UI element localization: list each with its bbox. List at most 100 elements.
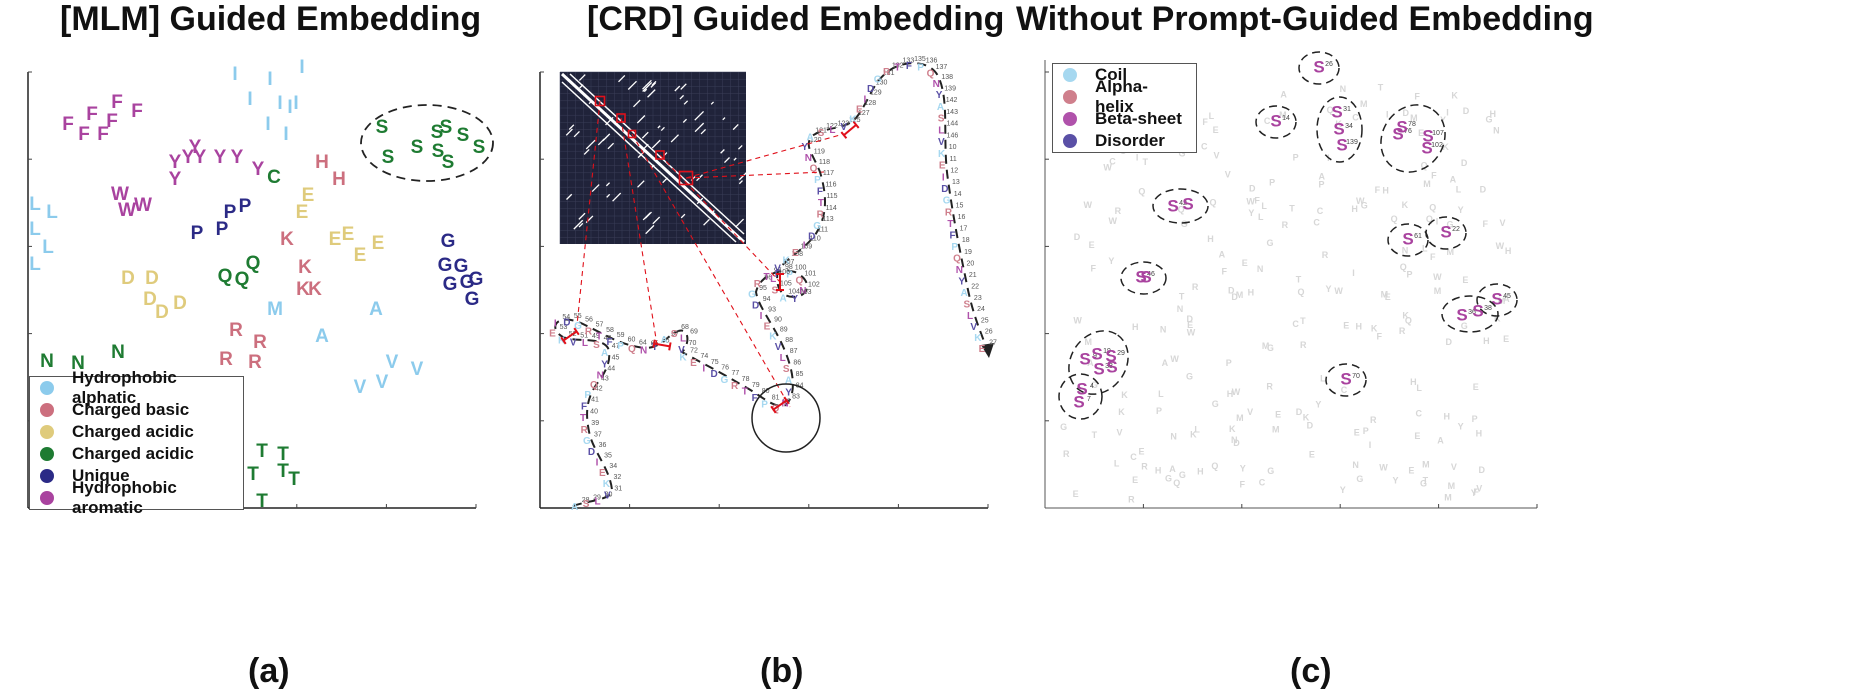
residue-point-Y: Y <box>231 147 244 168</box>
trajectory-residue-letter: D <box>867 84 874 95</box>
background-residue: H <box>1476 428 1483 438</box>
contact-map-contact <box>700 128 707 135</box>
trajectory-residue-letter: N <box>933 79 940 90</box>
trajectory-residue-letter: Y <box>958 277 965 288</box>
background-residue: T <box>1143 157 1149 167</box>
residue-point-R: R <box>219 349 233 370</box>
beta-sheet-cluster-outline <box>1298 51 1340 85</box>
background-residue: Y <box>1458 422 1464 432</box>
background-residue: Q <box>1173 478 1180 488</box>
residue-point-P: P <box>239 196 252 217</box>
contact-map-contact <box>738 180 743 185</box>
background-residue: R <box>1115 206 1122 216</box>
background-residue: P <box>1319 180 1325 190</box>
trajectory-residue-index: 132 <box>892 62 904 69</box>
background-residue: I <box>1436 217 1439 227</box>
trajectory-residue-index: 95 <box>759 285 767 292</box>
background-residue: D <box>1480 184 1487 194</box>
trajectory-residue-letter: G <box>574 321 582 332</box>
contact-map-contact <box>612 192 622 202</box>
background-residue: L <box>1261 201 1267 211</box>
residue-point-S: S <box>431 122 444 143</box>
background-residue: P <box>1156 406 1162 416</box>
background-residue: C <box>1341 385 1348 395</box>
trajectory-residue-letter: V <box>678 345 685 356</box>
trajectory-residue-index: 143 <box>946 109 958 116</box>
background-residue: E <box>1242 258 1248 268</box>
contact-map-contact <box>578 222 584 228</box>
background-residue: M <box>1422 459 1430 469</box>
background-residue: K <box>1451 91 1458 101</box>
trajectory-residue-letter: F <box>817 186 823 197</box>
panel-b-axes <box>539 72 988 509</box>
trajectory-residue-index: 74 <box>701 353 709 360</box>
trajectory-residue-letter: D <box>563 318 570 329</box>
beta-sheet-cluster-outline <box>1058 373 1103 420</box>
contact-map-contact <box>566 193 573 200</box>
trajectory-residue-index: 83 <box>792 394 800 401</box>
trajectory-residue-index: 72 <box>690 348 698 355</box>
background-residue: R <box>1063 449 1070 459</box>
trajectory-residue-letter: G <box>813 221 821 232</box>
contact-bar-line <box>653 342 671 348</box>
contact-map-diagonal <box>560 72 746 244</box>
trajectory-residue-letter: G <box>943 196 951 207</box>
trajectory-residue-letter: S <box>938 114 945 125</box>
beta-sheet-point: S <box>1313 57 1324 76</box>
background-residue: Q <box>1138 186 1145 196</box>
background-residue: K <box>1442 142 1449 152</box>
trajectory-residue-index: 18 <box>962 237 970 244</box>
background-residue: M <box>1444 492 1452 502</box>
residue-point-K: K <box>308 279 322 300</box>
trajectory-residue-index: 14 <box>954 191 962 198</box>
contact-bar-cap <box>560 336 567 345</box>
trajectory-residue-letter: K <box>974 333 982 344</box>
trajectory-residue-index: 101 <box>805 271 817 278</box>
background-residue: H <box>1155 466 1162 476</box>
legend-dot <box>40 403 54 417</box>
trajectory-residue-index: 53 <box>560 324 568 331</box>
contact-bar-cap <box>573 327 580 336</box>
background-residue: G <box>1361 200 1368 210</box>
background-residue: L <box>1416 383 1422 393</box>
legend-item-charged-acidic-green: Charged acidic <box>30 443 243 465</box>
background-residue: E <box>1418 128 1424 138</box>
legend-label: Alpha-helix <box>1095 77 1148 116</box>
background-residue: E <box>1462 275 1468 285</box>
residue-point-F: F <box>131 101 143 122</box>
trajectory-residue-letter: L <box>680 333 686 344</box>
contact-map-contact <box>660 126 665 131</box>
trajectory-residue-index: 136 <box>926 58 938 65</box>
trajectory-residue-index: 19 <box>964 249 972 256</box>
trajectory-residue-index: 51 <box>580 332 588 339</box>
contact-map-contact <box>657 125 661 129</box>
trajectory-residue-index: 116 <box>825 181 836 188</box>
contact-map-contact <box>680 83 687 90</box>
background-residue: D <box>1249 184 1256 194</box>
background-residue: H <box>1382 186 1389 196</box>
background-residue: D <box>1461 158 1468 168</box>
background-residue: C <box>1264 116 1271 126</box>
contact-map-highlight <box>655 150 665 160</box>
beta-sheet-point: S <box>1472 301 1483 320</box>
background-residue: E <box>1473 382 1479 392</box>
residue-point-A: A <box>369 299 383 320</box>
beta-sheet-index: 46 <box>1147 271 1155 278</box>
panel-c-title: Without Prompt-Guided Embedding <box>1016 0 1594 38</box>
trajectory-residue-letter: N <box>781 399 788 410</box>
contact-map-contact <box>710 101 714 105</box>
contact-map-highlight <box>627 129 637 139</box>
background-residue: H <box>1489 109 1496 119</box>
background-residue: A <box>1162 358 1169 368</box>
background-residue: H <box>1443 411 1450 421</box>
trajectory-residue-index: 59 <box>617 332 625 339</box>
trajectory-residue-letter: I <box>863 94 866 105</box>
background-residue: E <box>1132 475 1138 485</box>
background-residue: L <box>1422 244 1428 254</box>
background-residue: V <box>1500 218 1506 228</box>
trajectory-residue-letter: S <box>963 300 970 311</box>
background-residue: H <box>1355 322 1362 332</box>
background-residue: T <box>1179 291 1185 301</box>
background-residue: W <box>1073 315 1082 325</box>
